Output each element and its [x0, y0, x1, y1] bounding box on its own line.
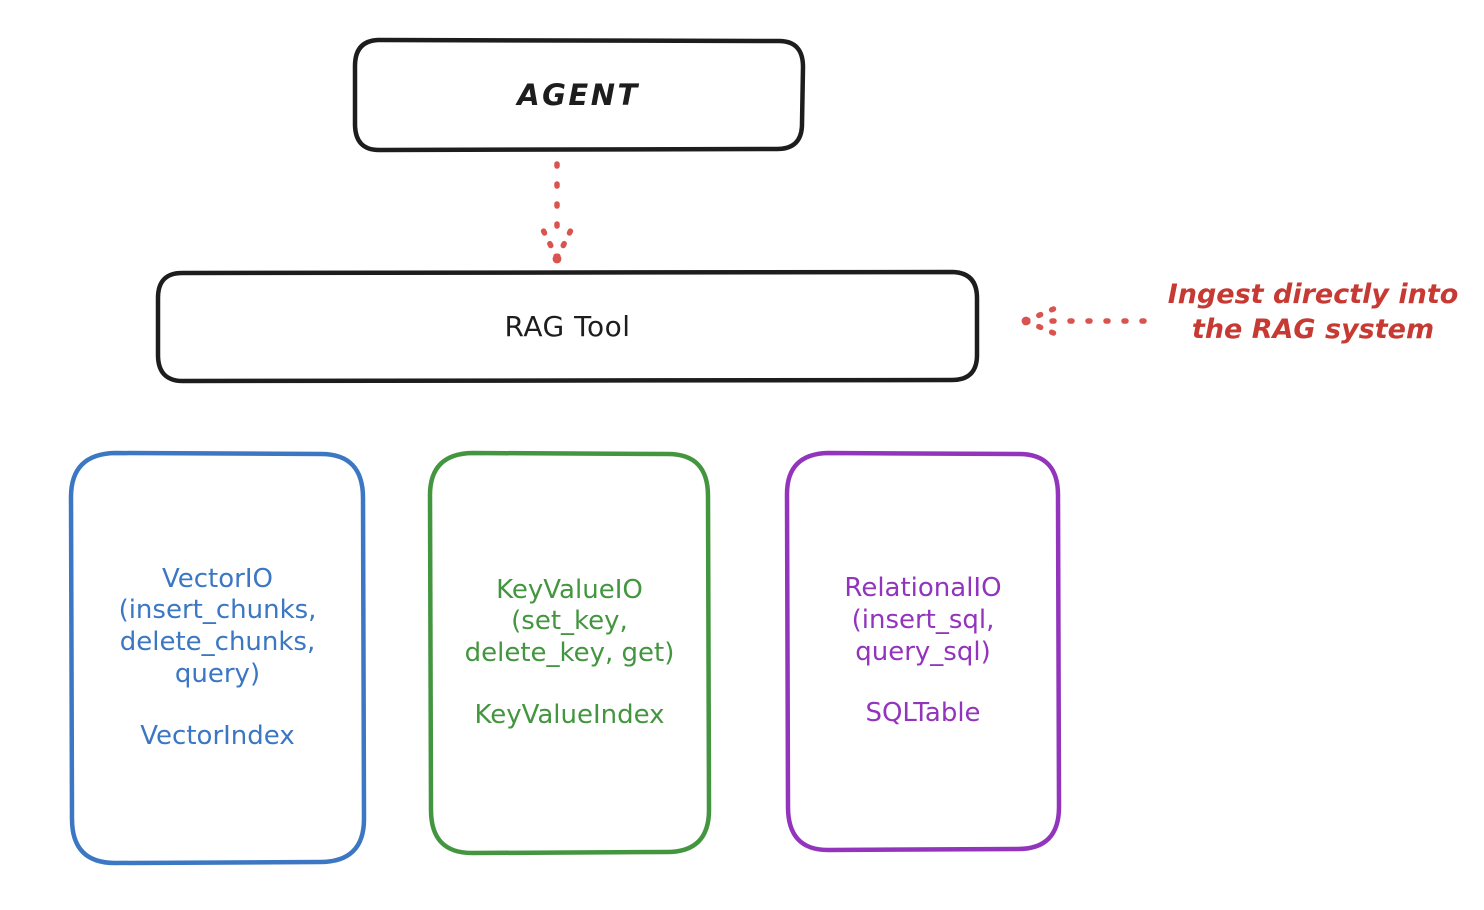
dotted-arrow-down-icon: [539, 161, 575, 264]
agent-label: AGENT: [517, 78, 640, 112]
relational-io-subtitle: SQLTable: [865, 698, 981, 729]
dotted-arrow-left-icon: [1021, 304, 1147, 338]
key-value-io-title: KeyValueIO (set_key, delete_key, get): [464, 574, 675, 668]
node-agent[interactable]: AGENT: [352, 38, 805, 152]
annotation-ingest: Ingest directly into the RAG system: [1167, 279, 1459, 345]
rag-tool-label: RAG Tool: [504, 310, 631, 343]
vector-io-title: VectorIO (insert_chunks, delete_chunks, …: [118, 563, 317, 689]
key-value-io-subtitle: KeyValueIndex: [474, 699, 665, 730]
relational-io-title: RelationalIO (insert_sql, query_sql): [844, 573, 1002, 667]
vector-io-subtitle: VectorIndex: [140, 720, 295, 751]
node-key-value-io[interactable]: KeyValueIO (set_key, delete_key, get) Ke…: [427, 450, 712, 856]
node-vector-io[interactable]: VectorIO (insert_chunks, delete_chunks, …: [68, 450, 367, 866]
node-rag-tool[interactable]: RAG Tool: [155, 270, 980, 383]
node-relational-io[interactable]: RelationalIO (insert_sql, query_sql) SQL…: [784, 450, 1062, 853]
